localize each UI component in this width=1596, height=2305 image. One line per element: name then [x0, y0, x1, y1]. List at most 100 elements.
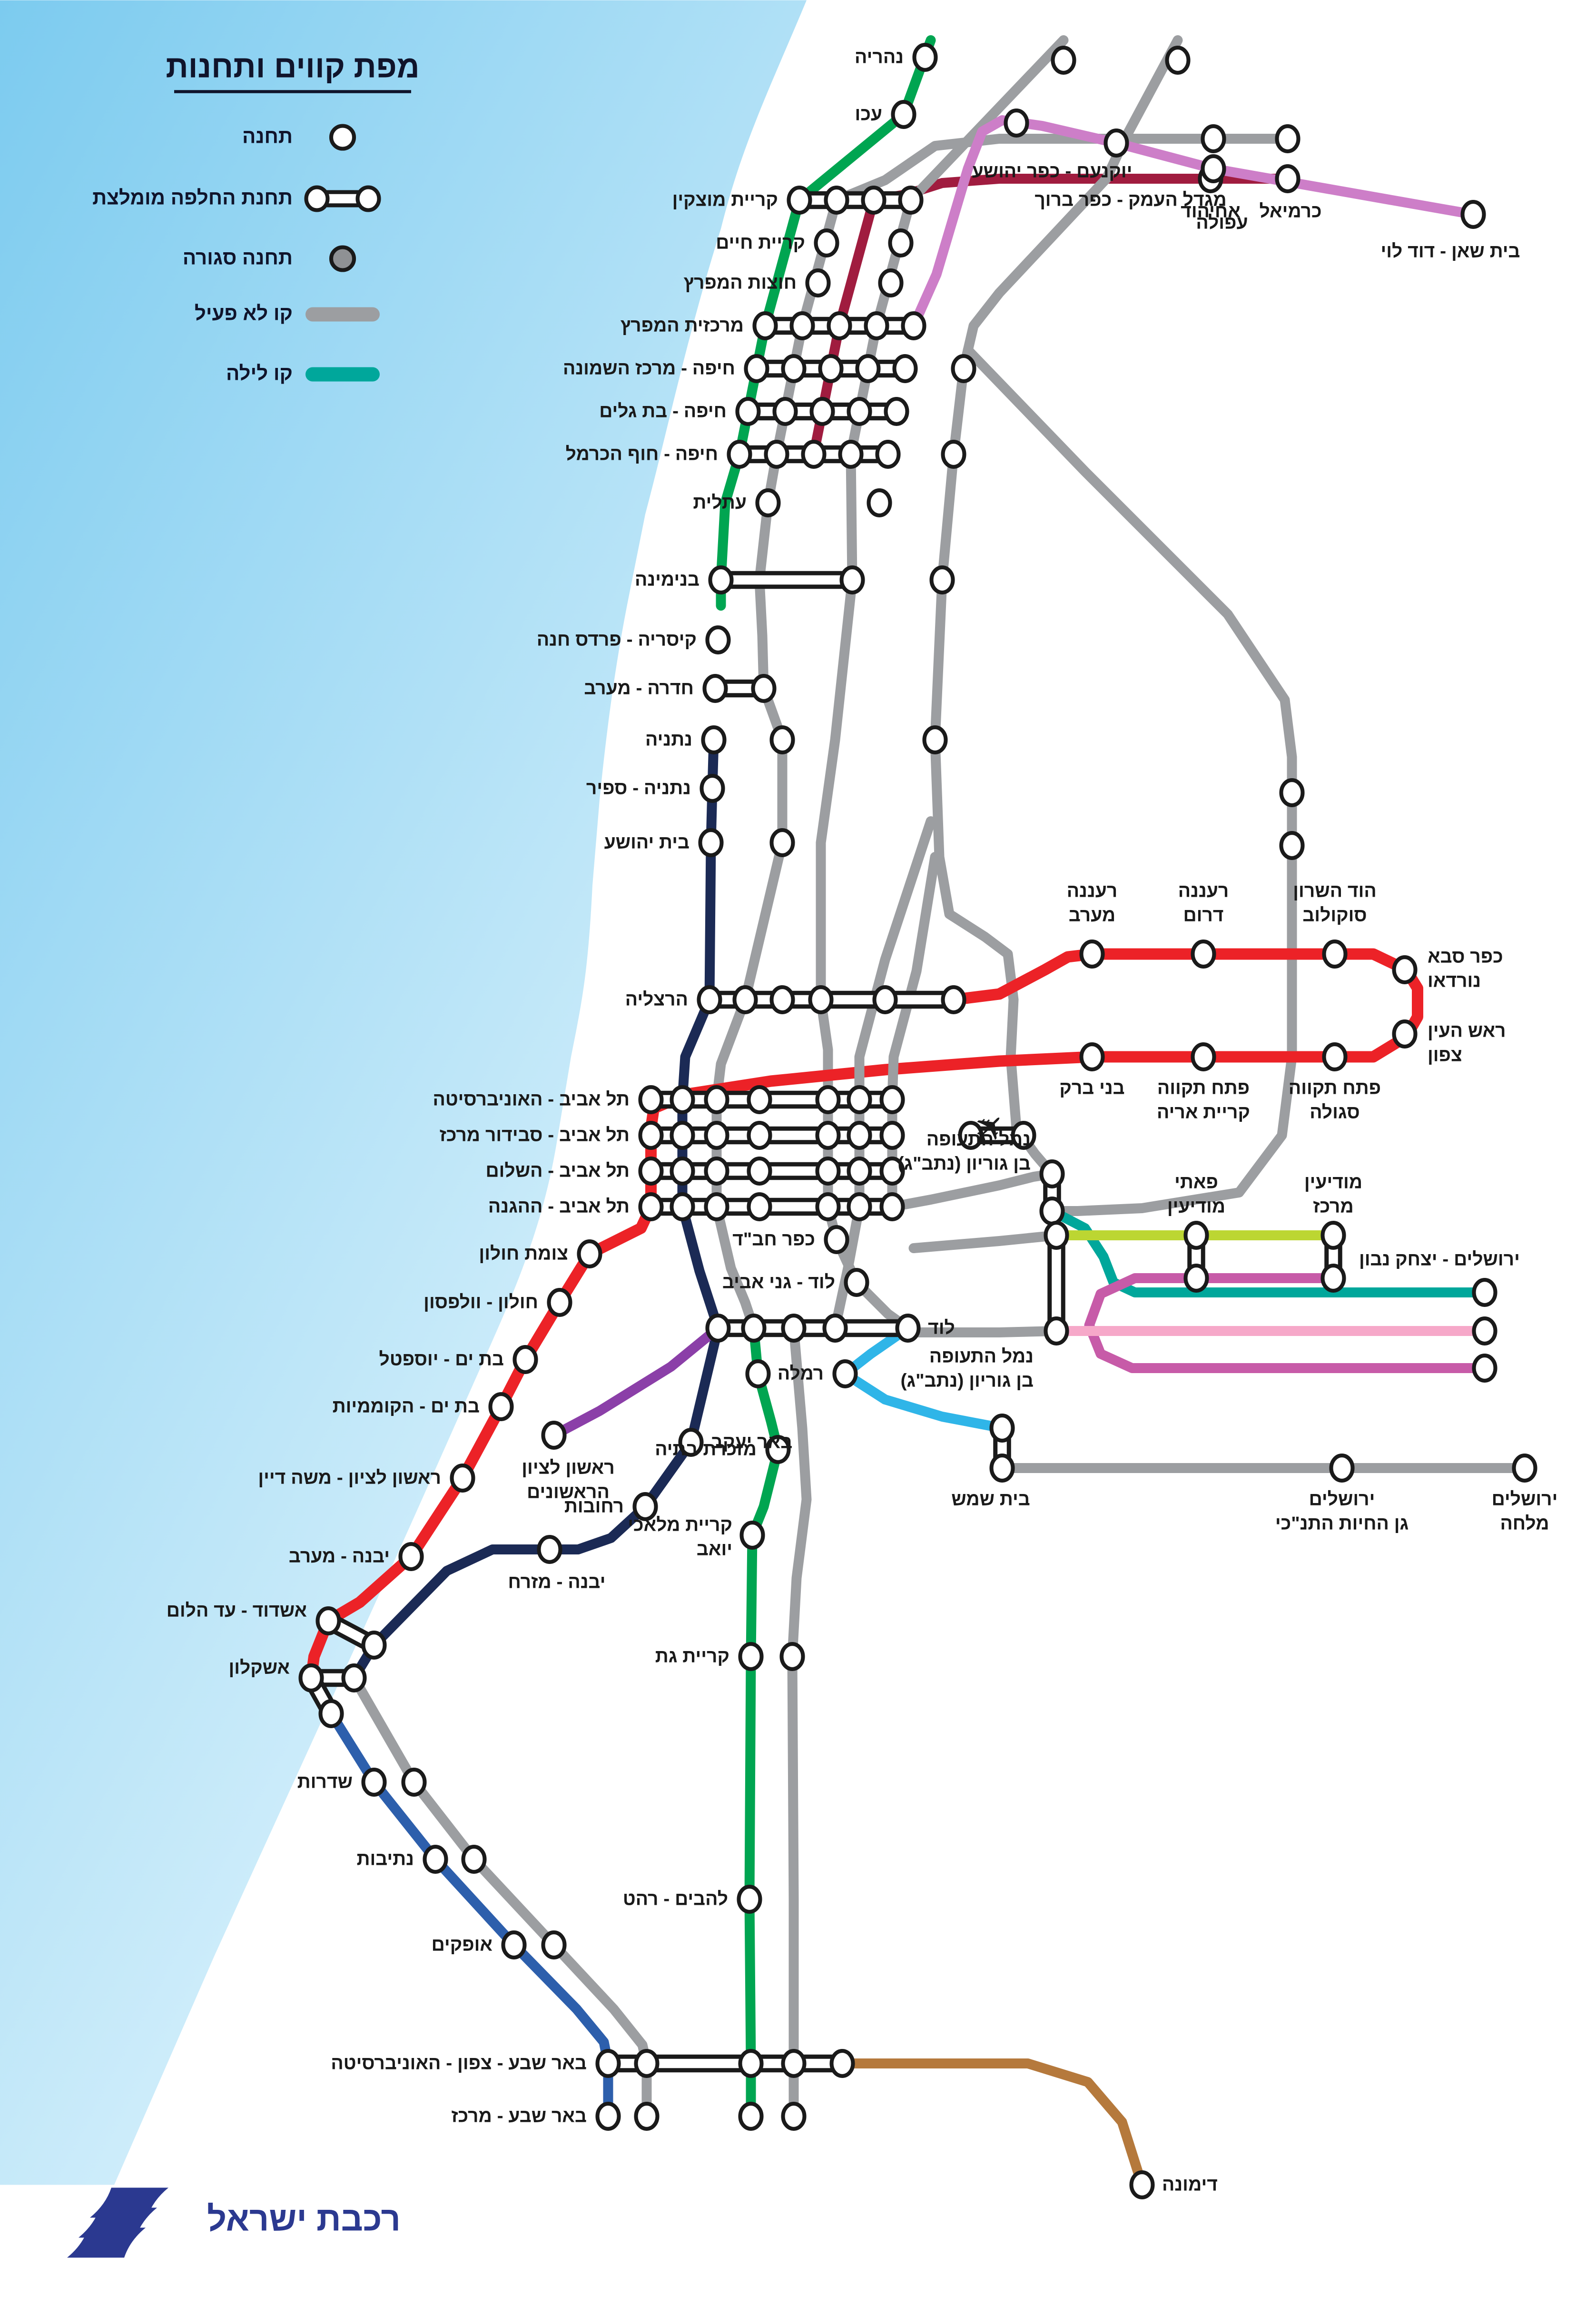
rail-line-gray-lod-beersheva: [787, 1323, 812, 2121]
station-netanya-sapir: [699, 774, 725, 803]
station-label-line: נמל התעופה: [926, 1129, 1031, 1150]
station-beer-sheva-tzafon: [595, 2049, 621, 2078]
station-herzliya-3: [769, 985, 795, 1014]
station-label-ta-hahagana: תל אביב - ההגנה: [488, 1197, 630, 1217]
station-label-line: רעננה: [1178, 881, 1229, 901]
station-petah-tikva-segula: [1322, 1042, 1348, 1071]
station-ta-h2: [670, 1157, 695, 1186]
station-airport-lower: [1044, 1316, 1069, 1345]
station-gray-top-2: [1165, 46, 1191, 75]
station-label-tzomet-holon: צומת חולון: [479, 1244, 568, 1264]
station-bsm-4: [781, 2102, 807, 2131]
station-shmona-east: [951, 354, 976, 383]
station-hofcarmel-3: [801, 440, 827, 469]
station-ta-hahagana: [638, 1192, 664, 1221]
station-batgalim-2: [772, 397, 798, 426]
station-raanana-darom: [1191, 940, 1216, 969]
station-label-ashdod-ad-halom: אשדוד - עד הלום: [167, 1601, 307, 1621]
station-kiryat-haim-2: [888, 228, 914, 257]
station-label-line: כפר סבא: [1428, 947, 1503, 967]
station-label-line: ירושלים: [1492, 1489, 1558, 1510]
station-label-ta-hashalom: תל אביב - השלום: [486, 1161, 630, 1181]
station-netanya-east: [922, 725, 948, 754]
station-label-haifa-merkaz-hashmona: חיפה - מרכז השמונה: [563, 358, 735, 379]
station-beit-shemesh-a: [989, 1414, 1015, 1443]
station-label-merkazit-hamifratz: מרכזית המפרץ: [621, 316, 744, 336]
station-jerusalem-gan-hachayot: [1329, 1454, 1355, 1483]
station-label-binyamina: בנימינה: [635, 570, 699, 590]
rail-line-brown-dimona: [837, 2058, 1147, 2190]
legend-label-station: תחנה: [242, 125, 293, 148]
station-bsn-2: [634, 2049, 660, 2078]
station-airport-upper-a: [1039, 1159, 1065, 1188]
page-title: מפת קווים ותחנות: [166, 49, 419, 84]
station-ta-g3: [704, 1192, 729, 1221]
station-label-line: מלחה: [1500, 1514, 1549, 1534]
station-sharon-east-2: [1279, 831, 1305, 860]
station-herzliya-4: [808, 985, 834, 1014]
station-ta-u2: [670, 1085, 695, 1114]
station-label-line: פתח תקווה: [1289, 1078, 1381, 1098]
station-motzkin-4: [898, 186, 924, 215]
station-ta-u3: [704, 1085, 729, 1114]
station-netivot: [423, 1845, 448, 1874]
station-hod-hasharon-sokolov: [1322, 940, 1348, 969]
station-ashkelon-3: [318, 1699, 344, 1728]
station-hutzot-hamifratz: [805, 268, 831, 297]
station-akko: [891, 100, 916, 129]
station-gray-top-1: [1051, 46, 1076, 75]
station-savidor-east-2: [1011, 1121, 1036, 1150]
station-ashkelon-2: [341, 1663, 367, 1692]
station-merkazit-hamifratz: [752, 311, 778, 340]
station-label-rishon-moshe-dayan: ראשון לציון - משה דיין: [258, 1468, 441, 1488]
legend-closed-station-icon: [329, 245, 356, 272]
station-label-jerusalem-navon-teal: ירושלים - יצחק נבון: [1359, 1249, 1520, 1270]
station-bnei-brak: [1079, 1042, 1105, 1071]
station-label-rehovot: רחובות: [564, 1496, 624, 1517]
station-label-ofakim: אופקים: [432, 1935, 493, 1955]
station-kiryat-gat: [738, 1642, 764, 1671]
station-label-haifa-bat-galim: חיפה - בת גלים: [599, 401, 727, 422]
station-label-beer-yaakov: באר יעקב: [711, 1432, 792, 1453]
station-batgalim-4: [847, 397, 872, 426]
legend-label-inactive-line: קו לא פעיל: [195, 302, 293, 325]
station-netanya: [701, 725, 727, 754]
station-ta-g2: [670, 1192, 695, 1221]
station-karmiel: [1275, 164, 1300, 193]
legend-transfer-icon-a: [304, 185, 330, 212]
station-bsm-3: [738, 2102, 764, 2131]
station-sharon-east-1: [1279, 778, 1305, 807]
station-hofcarmel-4: [838, 440, 864, 469]
station-ta-u5: [815, 1085, 841, 1114]
station-label-herzliya: הרצליה: [625, 989, 688, 1010]
station-haifa-hof-hacarmel: [727, 440, 752, 469]
station-ta-s2: [670, 1121, 695, 1150]
stations: [298, 43, 1537, 2199]
station-label-ta-savidor: תל אביב - סבידור מרכז: [440, 1125, 630, 1146]
station-kiryat-malachi-yoav: [739, 1521, 765, 1550]
station-label-line: מערב: [1069, 905, 1115, 926]
station-airport-upper-b: [1039, 1197, 1065, 1226]
rail-line-teal-night-jerusalem: [1047, 1206, 1490, 1297]
station-kfar-chabad: [824, 1225, 849, 1254]
station-afula: [1201, 154, 1226, 183]
station-herzliya: [697, 985, 722, 1014]
station-modiin-left: [1044, 1221, 1069, 1250]
station-beit-yehoshua-2: [769, 828, 795, 857]
station-label-kiryat-gat: קריית גת: [655, 1646, 729, 1667]
station-beit-yehoshua: [698, 828, 724, 857]
station-batgalim-3: [809, 397, 835, 426]
station-modiin-merkaz: [1320, 1221, 1346, 1250]
station-beer-sheva-merkaz: [595, 2102, 621, 2131]
station-label-lod: לוד: [928, 1318, 955, 1338]
station-label-karmiel: כרמיאל: [1259, 201, 1321, 222]
station-netanya-2: [769, 725, 795, 754]
legend-label-transfer: תחנת החלפה מומלצת: [92, 187, 293, 209]
station-lod-4: [822, 1314, 848, 1343]
station-ta-u7: [879, 1085, 905, 1114]
